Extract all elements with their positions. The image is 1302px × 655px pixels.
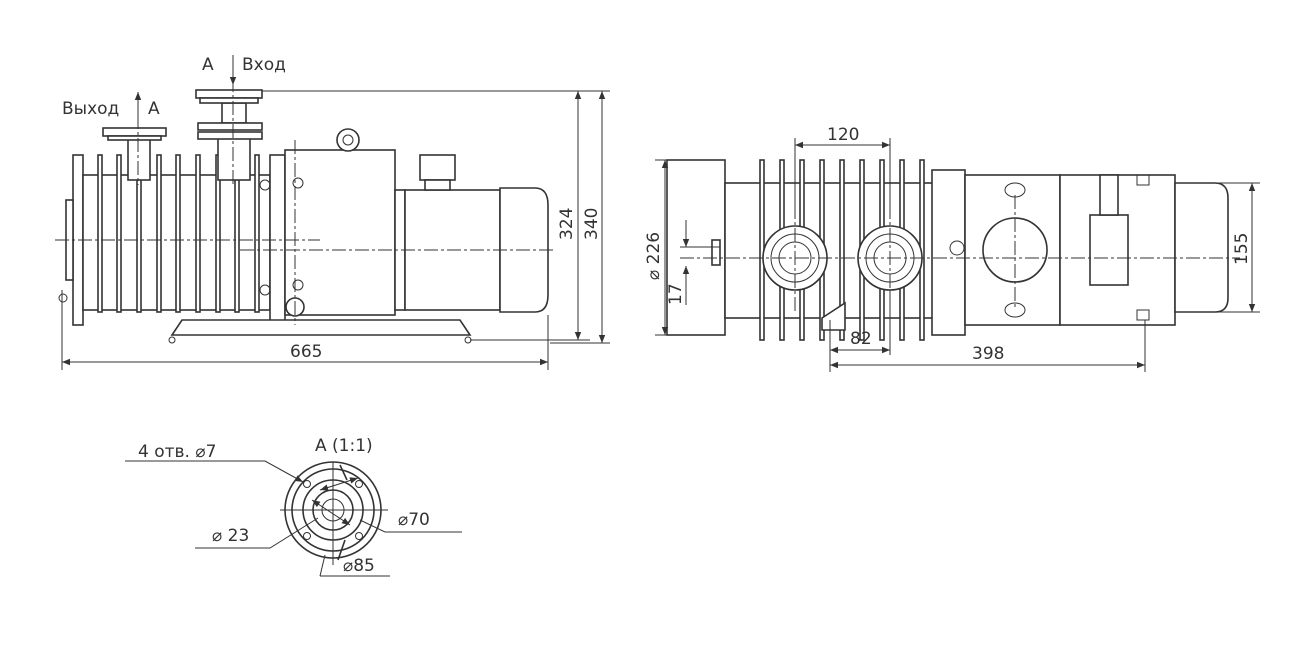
d85-label: ⌀85 — [343, 556, 375, 576]
dim-offset-17: 17 — [666, 283, 686, 305]
fin-block — [65, 154, 271, 326]
d70-label: ⌀70 — [398, 510, 430, 530]
detail-a-flange: A (1:1) 4 отв. ⌀7 ⌀ 23 ⌀70 ⌀85 — [125, 436, 462, 577]
motor — [404, 154, 549, 313]
side-view: Выход A A Вход 665 324 340 — [55, 55, 610, 370]
holes-label: 4 отв. ⌀7 — [138, 442, 216, 462]
cooling-fin — [195, 154, 201, 313]
front-view: 120 ⌀ 226 17 155 82 398 — [644, 125, 1260, 372]
inlet-label: Вход — [242, 55, 286, 75]
d23-label: ⌀ 23 — [212, 526, 249, 546]
cooling-fin — [97, 154, 103, 313]
dim-length-398: 398 — [972, 344, 1004, 364]
dim-height-324: 324 — [557, 208, 577, 240]
cooling-fin — [116, 154, 122, 313]
outlet-section-label: A — [148, 99, 160, 119]
dim-length-665: 665 — [290, 342, 322, 362]
dim-height-340: 340 — [582, 208, 602, 240]
cooling-fin — [254, 154, 260, 313]
outlet-label: Выход — [62, 99, 119, 119]
outlet-flange — [102, 127, 167, 181]
dim-port-spacing-120: 120 — [827, 125, 859, 145]
cooling-fin — [156, 154, 162, 313]
dim-height-155: 155 — [1232, 233, 1252, 265]
dim-foot-82: 82 — [850, 329, 872, 349]
dim-diameter-226: ⌀ 226 — [644, 232, 664, 280]
inlet-section-label: A — [202, 55, 214, 75]
coupling-housing — [259, 128, 406, 326]
cooling-fin — [175, 154, 181, 313]
detail-a-title: A (1:1) — [315, 436, 373, 456]
cooling-fin — [839, 159, 845, 341]
inlet-flange — [195, 89, 263, 181]
base-plate — [170, 319, 472, 336]
